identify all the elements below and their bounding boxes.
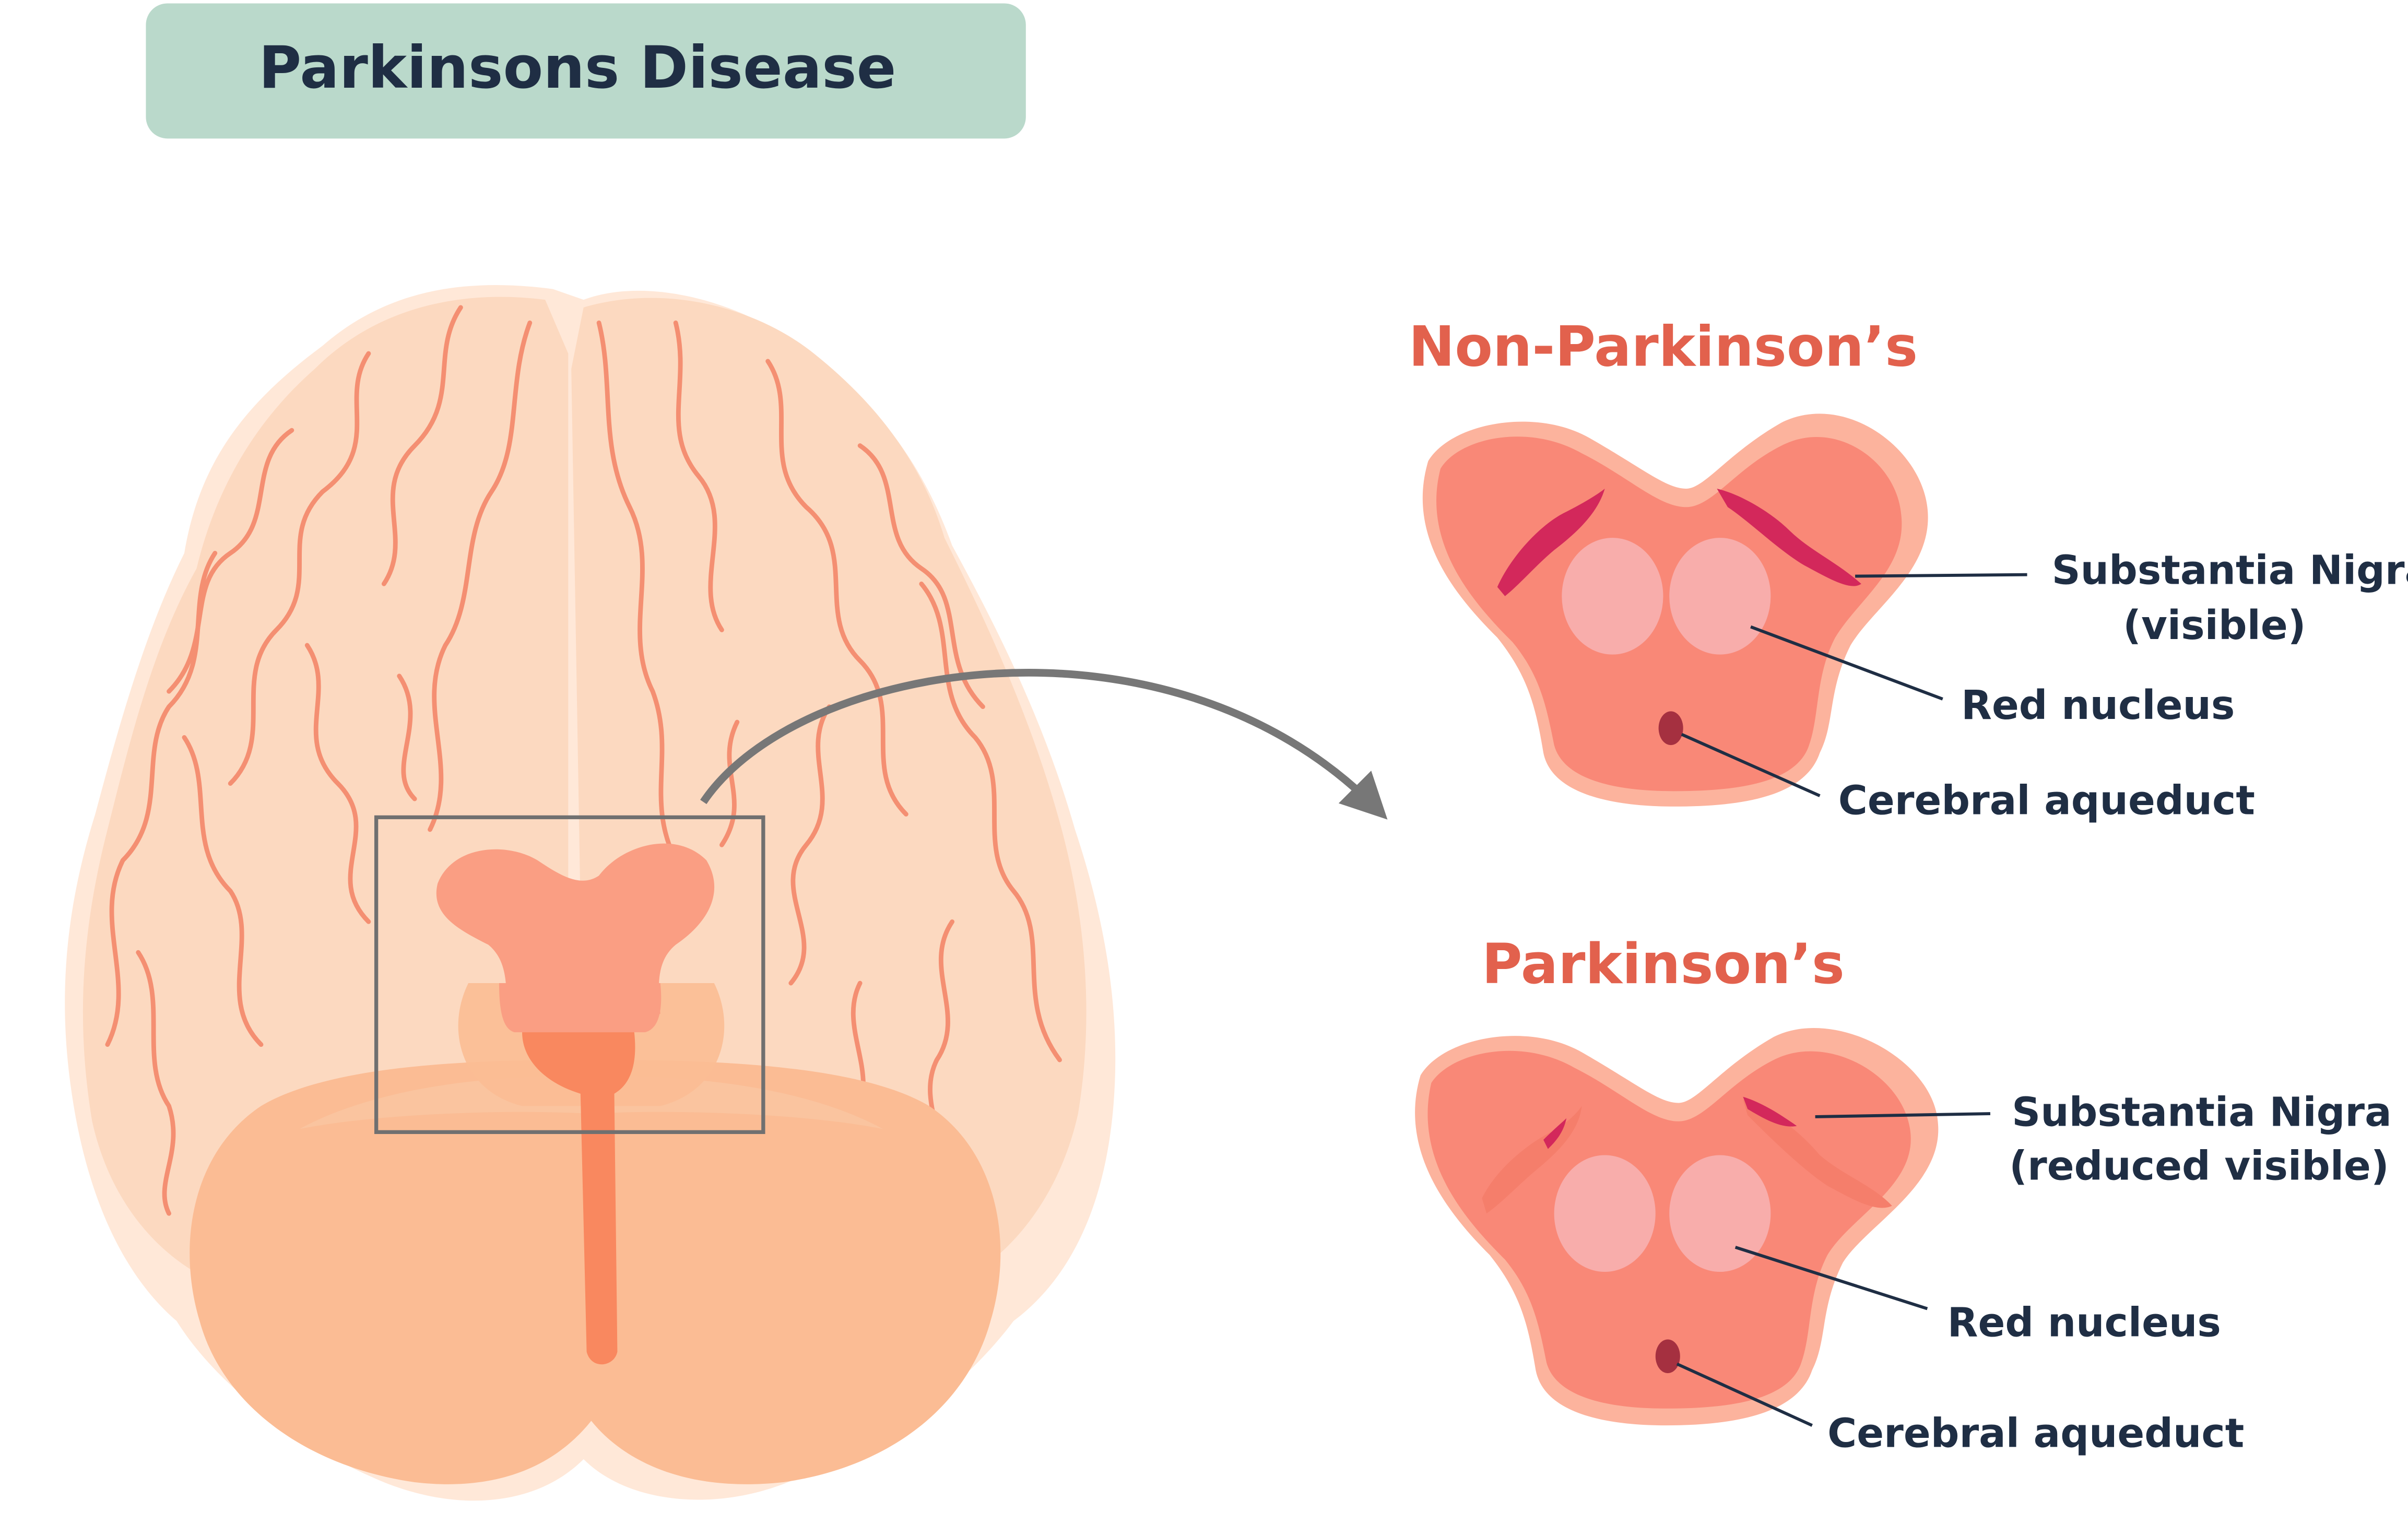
leader-line-red-nucleus-1 [1750,625,1943,701]
non-parkinsons-panel: Non-Parkinson’s Substantia Nigra (visibl… [1409,315,2408,824]
page-title: Parkinsons Disease [258,34,896,102]
label-substantia-nigra-note-1: (visible) [2123,602,2306,649]
leader-line-aqueduct-1 [1681,733,1821,797]
leader-line-aqueduct-2 [1676,1362,1813,1427]
cerebral-aqueduct-2 [1655,1339,1680,1374]
brain-gyri [105,305,1062,1216]
brainstem-upper-core [499,983,662,1033]
label-red-nucleus-2: Red nucleus [1947,1300,2221,1346]
leader-line-red-nucleus-2 [1734,1246,1928,1310]
title-box [146,3,1026,139]
substantia-nigra-trace-right-2 [1743,1100,1892,1208]
leader-line-nigra-2 [1815,1112,1991,1118]
parkinsons-heading: Parkinson’s [1482,932,1845,996]
leader-line-nigra-1 [1855,573,2027,578]
magnify-box [374,815,765,1135]
red-nucleus-left-1 [1562,538,1663,655]
label-substantia-nigra-2: Substantia Nigra [2012,1090,2392,1136]
brainstem-medulla [522,1032,635,1365]
red-nucleus-left-2 [1554,1155,1656,1272]
left-hemisphere [82,297,569,1275]
cerebral-aqueduct-1 [1658,711,1683,746]
red-nucleus-right-1 [1669,538,1771,655]
label-substantia-nigra-1: Substantia Nigra [2052,547,2408,594]
zoom-arrow [700,669,1388,820]
parkinsons-panel: Parkinson’s Substantia Nigra (reduced vi… [1415,932,2392,1457]
label-substantia-nigra-note-2: (reduced visible) [2009,1143,2389,1190]
brain-illustration [65,285,1116,1501]
substantia-nigra-right-1 [1717,488,1861,586]
substantia-nigra-right-2 [1743,1096,1797,1127]
title-banner: Parkinsons Disease [146,3,1026,139]
red-nucleus-right-2 [1669,1155,1771,1272]
substantia-nigra-left-2 [1543,1118,1567,1149]
non-parkinsons-heading: Non-Parkinson’s [1409,315,1918,379]
label-cerebral-aqueduct-2: Cerebral aqueduct [1827,1410,2244,1457]
substantia-nigra-left-1 [1497,488,1605,596]
label-cerebral-aqueduct-1: Cerebral aqueduct [1838,778,2255,824]
label-red-nucleus-1: Red nucleus [1961,682,2235,729]
brainstem-midbrain [436,843,715,1014]
